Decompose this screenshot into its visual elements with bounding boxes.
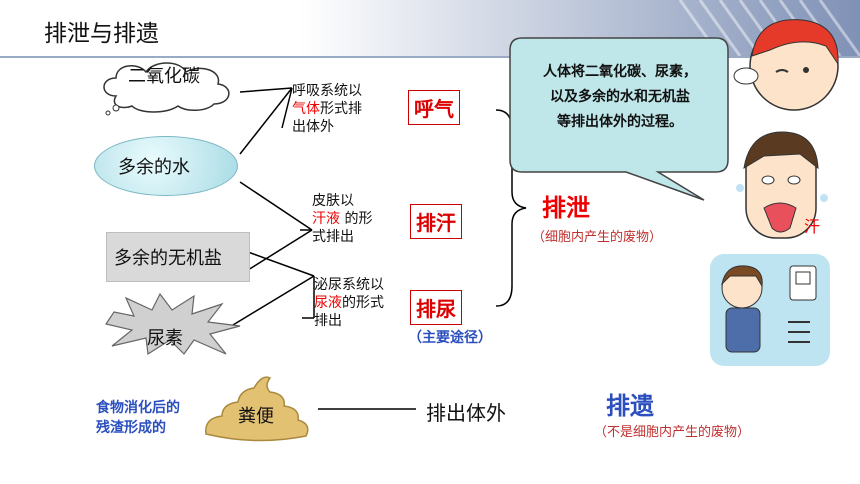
source-salt: 多余的无机盐 bbox=[114, 248, 222, 269]
egestion-out-text: 排出体外 bbox=[426, 401, 506, 425]
food-desc-line: 残渣形成的 bbox=[96, 420, 166, 436]
cloud-shape bbox=[103, 62, 230, 116]
route-desc-red: 汗液 bbox=[312, 211, 340, 227]
food-desc-line: 食物消化后的 bbox=[96, 400, 180, 416]
exhaling-face-illustration bbox=[733, 19, 839, 111]
feces-label: 粪便 bbox=[238, 406, 274, 427]
route-respiration-desc: 呼吸系统以 气体形式排 出体外 bbox=[292, 82, 396, 136]
egestion-label: 排遗 bbox=[606, 392, 654, 420]
svg-text:汗: 汗 bbox=[804, 217, 820, 236]
source-water: 多余的水 bbox=[118, 157, 190, 178]
definition-text: 人体将二氧化碳、尿素， 以及多余的水和无机盐 等排出体外的过程。 bbox=[520, 60, 720, 135]
route-desc-pre: 呼吸系统以 bbox=[292, 83, 362, 99]
salt-box bbox=[106, 232, 250, 282]
egestion-sub: （不是细胞内产生的废物） bbox=[594, 425, 751, 440]
route-desc-red: 尿液 bbox=[314, 295, 342, 311]
route-skin-desc: 皮肤以 汗液 的形 式排出 bbox=[312, 192, 402, 246]
excretion-sub: （细胞内产生的废物） bbox=[532, 230, 663, 245]
route-desc-last: 出体外 bbox=[292, 119, 334, 135]
header-divider bbox=[0, 56, 860, 58]
route-box-sweat: 排汗 bbox=[410, 204, 462, 239]
urinating-person-illustration bbox=[710, 254, 830, 366]
feces-shape bbox=[205, 376, 309, 442]
route-desc-last: 式排出 bbox=[312, 229, 354, 245]
excretion-label: 排泄 bbox=[542, 194, 590, 222]
definition-line: 人体将二氧化碳、尿素， bbox=[543, 64, 697, 80]
main-route-note: （主要途径） bbox=[408, 330, 492, 346]
urea-burst-shape bbox=[105, 292, 241, 356]
definition-bubble bbox=[509, 37, 729, 201]
definition-line: 等排出体外的过程。 bbox=[557, 114, 683, 130]
definition-line: 以及多余的水和无机盐 bbox=[550, 89, 690, 105]
route-box-exhale: 呼气 bbox=[408, 90, 460, 125]
route-desc-last: 排出 bbox=[314, 313, 342, 329]
route-desc-pre: 皮肤以 bbox=[312, 193, 354, 209]
route-desc-red: 气体 bbox=[292, 101, 320, 117]
source-co2: 二氧化碳 bbox=[128, 66, 200, 87]
food-residue-desc: 食物消化后的 残渣形成的 bbox=[96, 398, 180, 438]
route-box-urinate: 排尿 bbox=[410, 290, 462, 325]
route-urinary-desc: 泌尿系统以 尿液的形式 排出 bbox=[314, 276, 408, 330]
route-desc-post: 的形 bbox=[344, 211, 373, 227]
water-oval bbox=[94, 136, 238, 196]
sweating-face-illustration: 汗 bbox=[736, 131, 828, 239]
source-urea: 尿素 bbox=[147, 328, 183, 349]
page-title: 排泄与排遗 bbox=[44, 21, 159, 47]
route-desc-post: 形式排 bbox=[320, 101, 362, 117]
route-desc-pre: 泌尿系统以 bbox=[314, 277, 384, 293]
route-desc-post: 的形式 bbox=[342, 295, 384, 311]
